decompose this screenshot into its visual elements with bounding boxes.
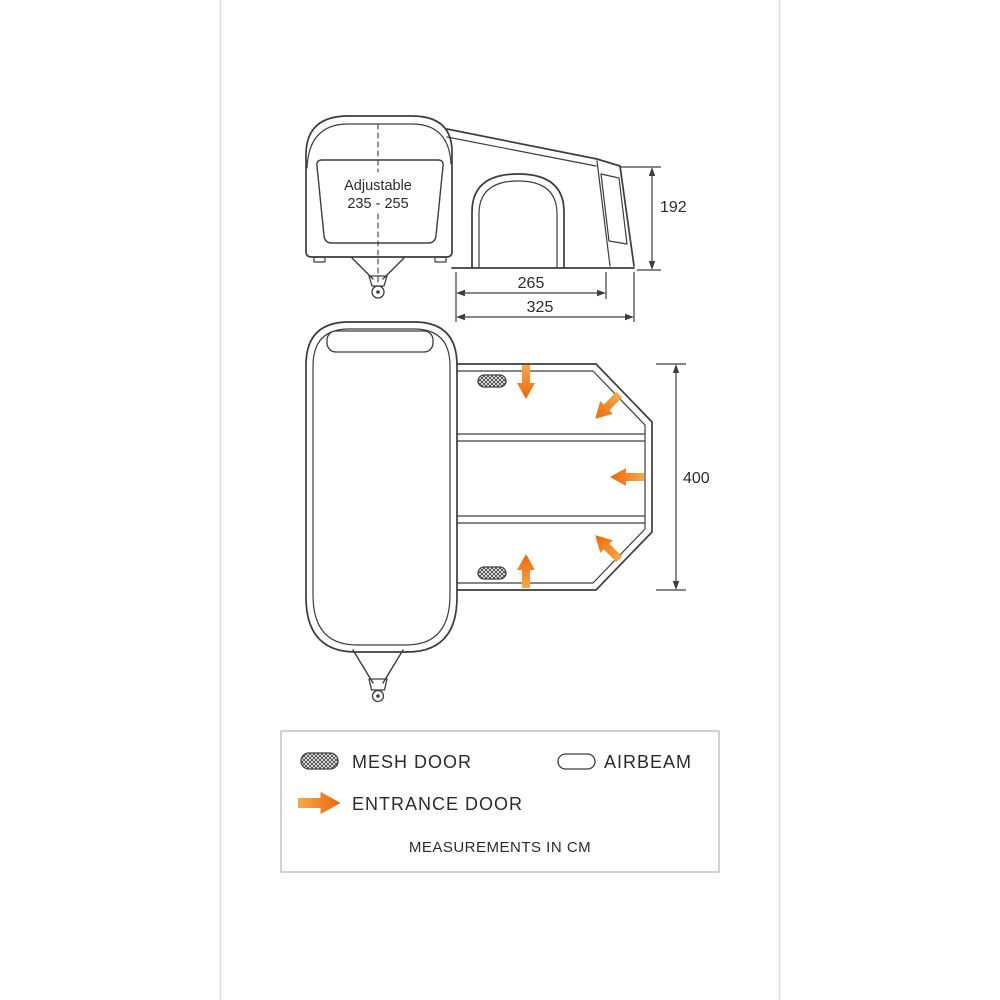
legend-entrance-door-label: ENTRANCE DOOR [352, 794, 523, 814]
caravan-front-window [326, 330, 434, 353]
depth-265-dimension-label: 265 [518, 275, 545, 292]
legend-mesh-door-label: MESH DOOR [352, 752, 472, 772]
legend: MESH DOOR AIRBEAM ENTRANCE DOOR MEASUREM… [280, 730, 720, 873]
legend-measurements-note: MEASUREMENTS IN CM [409, 839, 591, 856]
entrance-door-arrow-icon [298, 791, 341, 815]
dimension-width-400: 400 [656, 363, 710, 591]
entrance-door-arrow-icon [517, 365, 535, 399]
entrance-door-arrow-icon [610, 468, 644, 486]
dimension-depth-325: 325 [456, 272, 635, 322]
awning-side-window [600, 173, 628, 245]
dimension-height-192: 192 [621, 166, 687, 271]
adjustable-label: Adjustable [344, 178, 412, 194]
mesh-door-icon [477, 374, 507, 388]
airbeam-divider-bottom [456, 515, 646, 524]
adjustable-range-label: 235 - 255 [347, 196, 408, 212]
awning-plan-view [456, 363, 653, 591]
entrance-door-arrows [517, 365, 644, 588]
awning-door-arch [471, 173, 565, 268]
width-400-dimension-label: 400 [683, 470, 710, 487]
mesh-door-icon [300, 752, 339, 770]
entrance-door-arrow-icon [595, 535, 623, 563]
legend-box [280, 730, 720, 873]
mesh-door-icon [477, 566, 507, 580]
airbeam-icon [557, 753, 596, 770]
awning-side-view [446, 128, 635, 269]
caravan-side-view [305, 115, 453, 299]
height-dimension-label: 192 [660, 199, 687, 216]
entrance-door-arrow-icon [517, 554, 535, 588]
entrance-door-arrow-icon [595, 391, 623, 419]
legend-airbeam-label: AIRBEAM [604, 752, 692, 772]
depth-325-dimension-label: 325 [527, 299, 554, 316]
dimension-depth-265: 265 [455, 272, 607, 322]
caravan-plan-view [305, 321, 458, 703]
side-view-labels: Adjustable 235 - 255 [344, 178, 412, 212]
airbeam-divider-top [456, 433, 646, 442]
